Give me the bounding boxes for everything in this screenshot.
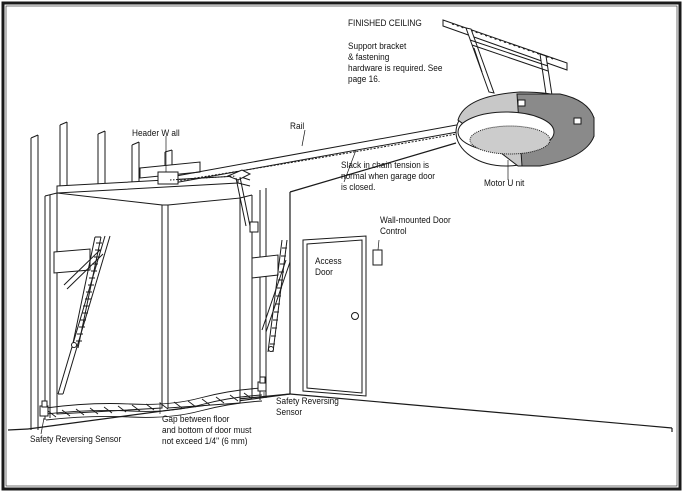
label-support-bracket-line-4: page 16. xyxy=(348,74,381,85)
wall-control-shape xyxy=(372,249,383,266)
safety-sensors xyxy=(39,376,267,417)
door-bottom-seal xyxy=(45,387,263,421)
label-safety-sensor-right: Safety Reversing Sensor xyxy=(276,396,339,418)
label-access-door-line-2: Door xyxy=(315,267,333,278)
label-gap-line-1: Gap between floor xyxy=(162,414,230,425)
label-slack-line-2: normal when garage door xyxy=(341,171,436,182)
label-wall-control: Wall-mounted Door Control xyxy=(380,215,451,237)
label-safety-sensor-left: Safety Reversing Sensor xyxy=(30,434,122,445)
label-wall-control-line-2: Control xyxy=(380,226,407,237)
label-gap-line-3: not exceed 1/4" (6 mm) xyxy=(162,436,248,447)
label-wall-control-line-1: Wall-mounted Door xyxy=(380,215,451,226)
label-header-wall: Header W all xyxy=(132,128,180,139)
label-finished-ceiling: FINISHED CEILING xyxy=(348,18,422,29)
ceiling-support-bracket xyxy=(442,19,568,96)
label-slack-line-1: Slack in chain tension is xyxy=(341,160,430,171)
label-access-door: Access Door xyxy=(315,256,342,278)
motor-unit xyxy=(455,91,595,167)
label-access-door-line-1: Access xyxy=(315,256,342,267)
label-support-bracket-line-3: hardware is required. See xyxy=(348,63,443,74)
label-motor-unit: Motor U nit xyxy=(484,178,525,189)
label-support-bracket-line-1: Support bracket xyxy=(348,41,407,52)
leader-lines xyxy=(40,129,509,435)
label-safety-sensor-right-line-2: Sensor xyxy=(276,407,303,418)
label-gap: Gap between floor and bottom of door mus… xyxy=(162,414,251,447)
label-support-bracket-line-2: & fastening xyxy=(348,52,390,63)
label-gap-line-2: and bottom of door must xyxy=(162,425,252,436)
label-slack: Slack in chain tension is normal when ga… xyxy=(341,160,435,193)
label-safety-sensor-right-line-1: Safety Reversing xyxy=(276,396,339,407)
rail xyxy=(157,123,464,227)
label-slack-line-3: is closed. xyxy=(341,182,376,193)
right-spring-assembly xyxy=(249,221,291,353)
left-spring-assembly xyxy=(53,235,111,395)
label-support-bracket: Support bracket & fastening hardware is … xyxy=(348,41,442,85)
label-rail: Rail xyxy=(290,121,305,132)
access-door-shape xyxy=(302,235,367,397)
garage-door xyxy=(44,188,267,420)
